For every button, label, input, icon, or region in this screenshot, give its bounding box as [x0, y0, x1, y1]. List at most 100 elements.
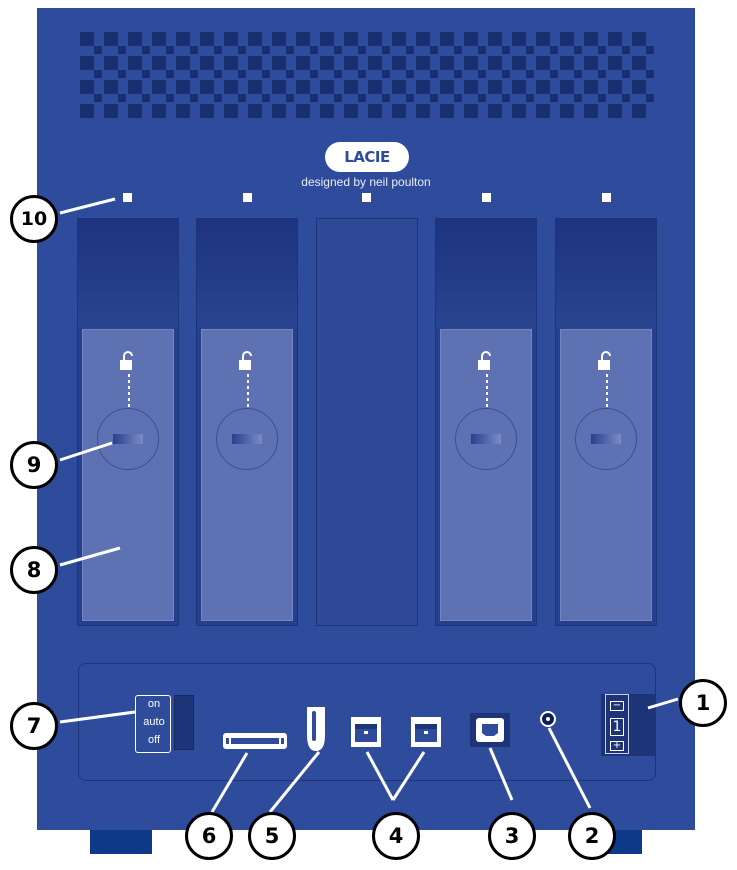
- connector-panel: [78, 663, 656, 781]
- ventilation-grille: [80, 32, 654, 118]
- vent-hole-small: [526, 70, 534, 78]
- vent-hole-small: [574, 46, 582, 54]
- switch-label-off: off: [147, 734, 161, 746]
- vent-hole: [416, 80, 430, 94]
- vent-hole: [248, 104, 262, 118]
- vent-hole-small: [118, 94, 126, 102]
- vent-hole: [104, 56, 118, 70]
- vent-hole-small: [454, 94, 462, 102]
- drive-handle-1[interactable]: [82, 329, 174, 621]
- vent-hole-small: [262, 70, 270, 78]
- vent-hole-small: [238, 70, 246, 78]
- unlocked-padlock-icon: [598, 351, 611, 370]
- vent-hole-small: [94, 46, 102, 54]
- vent-hole: [104, 104, 118, 118]
- callout-4: 4: [372, 812, 420, 860]
- drive-led-1: [123, 193, 132, 202]
- vent-hole-small: [142, 70, 150, 78]
- vent-hole: [320, 80, 334, 94]
- vent-hole-small: [94, 94, 102, 102]
- vent-hole: [632, 104, 646, 118]
- vent-hole: [320, 32, 334, 46]
- leader-7: [59, 710, 136, 724]
- id-minus-button[interactable]: −: [610, 701, 624, 711]
- vent-hole: [416, 32, 430, 46]
- drive-handle-4[interactable]: [440, 329, 532, 621]
- vent-hole-small: [550, 70, 558, 78]
- vent-hole-small: [190, 70, 198, 78]
- callout-2: 2: [568, 812, 616, 860]
- vent-hole: [176, 32, 190, 46]
- vent-hole: [104, 80, 118, 94]
- vent-hole-small: [598, 70, 606, 78]
- firewire-800-port-b-icon[interactable]: [410, 716, 442, 748]
- power-jack-icon[interactable]: [540, 711, 556, 727]
- key-slot-2: [232, 434, 262, 444]
- switch-label-auto: auto: [143, 716, 165, 728]
- vent-hole: [152, 56, 166, 70]
- vent-hole-small: [238, 94, 246, 102]
- vent-hole-small: [358, 70, 366, 78]
- vent-hole: [80, 56, 94, 70]
- vent-hole-small: [502, 94, 510, 102]
- callout-7: 7: [10, 702, 58, 750]
- vent-hole-small: [286, 94, 294, 102]
- callout-5: 5: [248, 812, 296, 860]
- vent-hole: [272, 104, 286, 118]
- vent-hole: [80, 32, 94, 46]
- drive-handle-2[interactable]: [201, 329, 293, 621]
- vent-hole-small: [502, 46, 510, 54]
- vent-hole: [296, 32, 310, 46]
- vent-hole: [176, 104, 190, 118]
- vent-hole-small: [502, 70, 510, 78]
- vent-hole: [632, 80, 646, 94]
- vent-hole: [344, 104, 358, 118]
- vent-hole: [152, 80, 166, 94]
- vent-hole: [200, 80, 214, 94]
- vent-hole-small: [406, 46, 414, 54]
- vent-hole-small: [166, 94, 174, 102]
- firewire-800-port-a-icon[interactable]: [350, 716, 382, 748]
- leader-3: [488, 747, 514, 801]
- callout-6: 6: [185, 812, 233, 860]
- vent-hole-small: [382, 94, 390, 102]
- vent-hole-small: [166, 46, 174, 54]
- callout-8: 8: [10, 546, 58, 594]
- vent-hole: [512, 56, 526, 70]
- id-value: 1: [610, 718, 624, 736]
- vent-hole: [536, 80, 550, 94]
- drive-lock-1[interactable]: [97, 408, 159, 470]
- drive-lock-4[interactable]: [455, 408, 517, 470]
- id-selector-frame: − 1 +: [605, 694, 629, 754]
- drive-lock-2[interactable]: [216, 408, 278, 470]
- vent-hole: [248, 32, 262, 46]
- lock-indicator-line: [606, 374, 608, 408]
- vent-hole: [344, 56, 358, 70]
- vent-hole: [368, 104, 382, 118]
- usb-b-port-icon[interactable]: [469, 712, 511, 748]
- vent-hole: [440, 56, 454, 70]
- esata-port-icon[interactable]: [222, 732, 288, 750]
- drive-handle-5[interactable]: [560, 329, 652, 621]
- vent-hole-small: [310, 46, 318, 54]
- vent-hole: [488, 104, 502, 118]
- vent-hole: [560, 56, 574, 70]
- switch-label-on: on: [147, 698, 161, 710]
- vent-hole-small: [190, 94, 198, 102]
- vent-hole-small: [598, 46, 606, 54]
- vent-hole: [176, 80, 190, 94]
- vent-hole-small: [382, 46, 390, 54]
- left-foot: [90, 830, 152, 854]
- power-switch-labels: on auto off: [135, 695, 171, 753]
- drive-led-5: [602, 193, 611, 202]
- vent-hole: [200, 104, 214, 118]
- id-plus-button[interactable]: +: [610, 741, 624, 751]
- vent-hole: [344, 80, 358, 94]
- vent-hole: [272, 80, 286, 94]
- drive-led-3: [362, 193, 371, 202]
- vent-hole-small: [358, 46, 366, 54]
- vent-hole: [440, 32, 454, 46]
- power-switch[interactable]: [174, 695, 194, 750]
- drive-lock-5[interactable]: [575, 408, 637, 470]
- firewire-400-port-icon[interactable]: [305, 705, 327, 753]
